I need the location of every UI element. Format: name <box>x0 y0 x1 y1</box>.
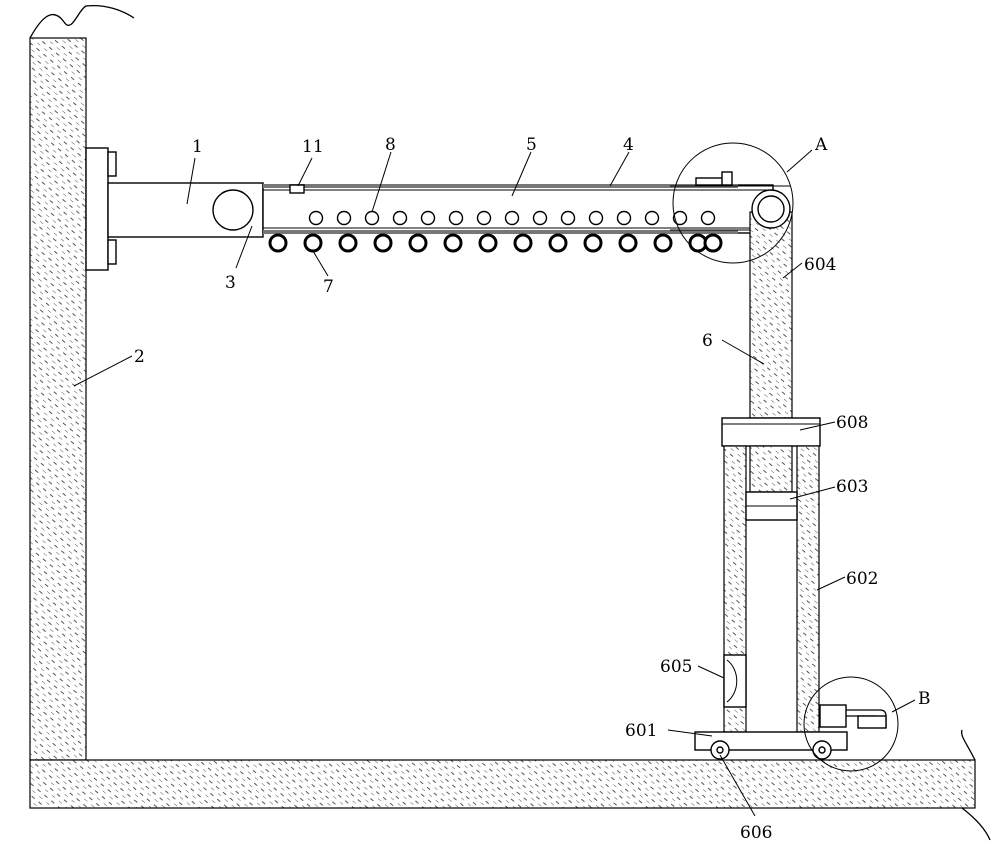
detail-circle-a <box>672 142 794 264</box>
label-4: 4 <box>623 135 634 155</box>
label-1: 1 <box>192 137 203 157</box>
label-3: 3 <box>225 273 236 293</box>
nozzle-row <box>268 233 723 253</box>
label-a: A <box>814 135 828 155</box>
label-601: 601 <box>625 721 657 741</box>
label-7: 7 <box>323 277 334 297</box>
label-5: 5 <box>526 135 537 155</box>
hole-row <box>308 210 716 226</box>
label-606: 606 <box>740 823 772 843</box>
spray-tube <box>262 171 790 234</box>
label-8: 8 <box>385 135 396 155</box>
leader-lines <box>73 149 916 817</box>
label-b: B <box>918 689 931 709</box>
wall <box>29 4 135 761</box>
label-605: 605 <box>660 657 692 677</box>
label-6: 6 <box>702 331 713 351</box>
label-608: 608 <box>836 413 868 433</box>
arm <box>107 182 264 238</box>
base-cart <box>694 731 848 760</box>
label-2: 2 <box>134 347 145 367</box>
floor <box>29 729 991 841</box>
label-603: 603 <box>836 477 868 497</box>
cylinder-assembly <box>721 417 821 733</box>
column <box>749 189 793 419</box>
label-602: 602 <box>846 569 878 589</box>
label-11: 11 <box>302 137 324 157</box>
detail-circle-b <box>803 676 899 772</box>
label-604: 604 <box>804 255 836 275</box>
